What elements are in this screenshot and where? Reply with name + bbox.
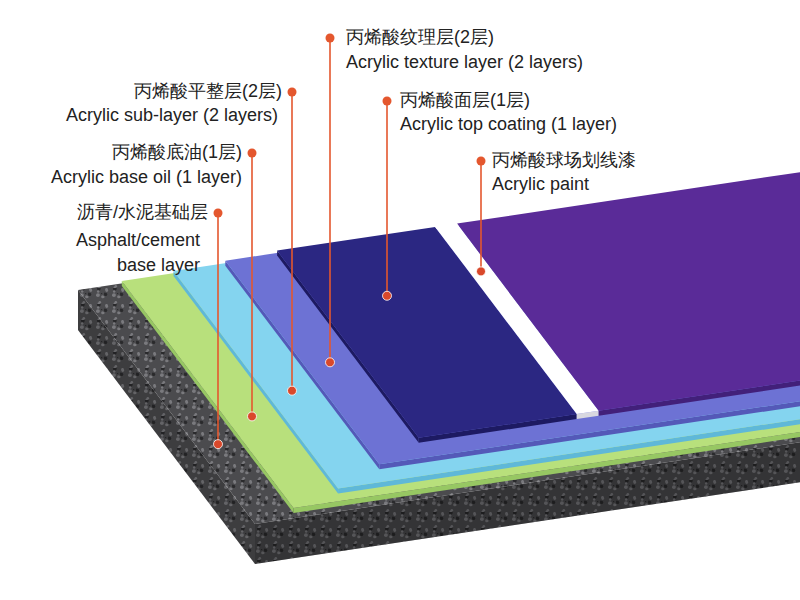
layer-label: Acrylic texture layer (2 layers) [346, 52, 583, 74]
leader-line [480, 161, 482, 271]
leader-dot [326, 34, 335, 43]
layer-label: Acrylic sub-layer (2 layers) [66, 105, 278, 127]
layer-label: 沥青/水泥基础层 [77, 202, 208, 224]
leader-end-dot [214, 440, 223, 449]
layer-label: Acrylic base oil (1 layer) [51, 167, 242, 189]
leader-end-dot [288, 386, 297, 395]
leader-line [386, 101, 388, 296]
leader-line [217, 213, 219, 444]
leader-end-dot [383, 291, 392, 300]
layer-label: Acrylic paint [492, 174, 589, 196]
layer-top-face [457, 144, 800, 410]
leader-dot [248, 149, 257, 158]
leader-end-dot [248, 412, 257, 421]
layer-label: 丙烯酸纹理层(2层) [346, 27, 494, 49]
leader-dot [288, 88, 297, 97]
layer-label: 丙烯酸底油(1层) [112, 142, 242, 164]
layer-label: Acrylic top coating (1 layer) [400, 114, 617, 136]
layer-label: Asphalt/cement base layer [60, 228, 200, 278]
leader-line [329, 38, 331, 362]
leader-dot [214, 209, 223, 218]
leader-end-dot [477, 267, 486, 276]
layer-label: 丙烯酸平整层(2层) [134, 81, 282, 103]
leader-dot [477, 157, 486, 166]
leader-end-dot [326, 358, 335, 367]
leader-line [291, 92, 293, 391]
layer-label: 丙烯酸面层(1层) [400, 90, 530, 112]
leader-line [251, 153, 253, 416]
layer-label: 丙烯酸球场划线漆 [492, 150, 636, 172]
leader-dot [383, 97, 392, 106]
